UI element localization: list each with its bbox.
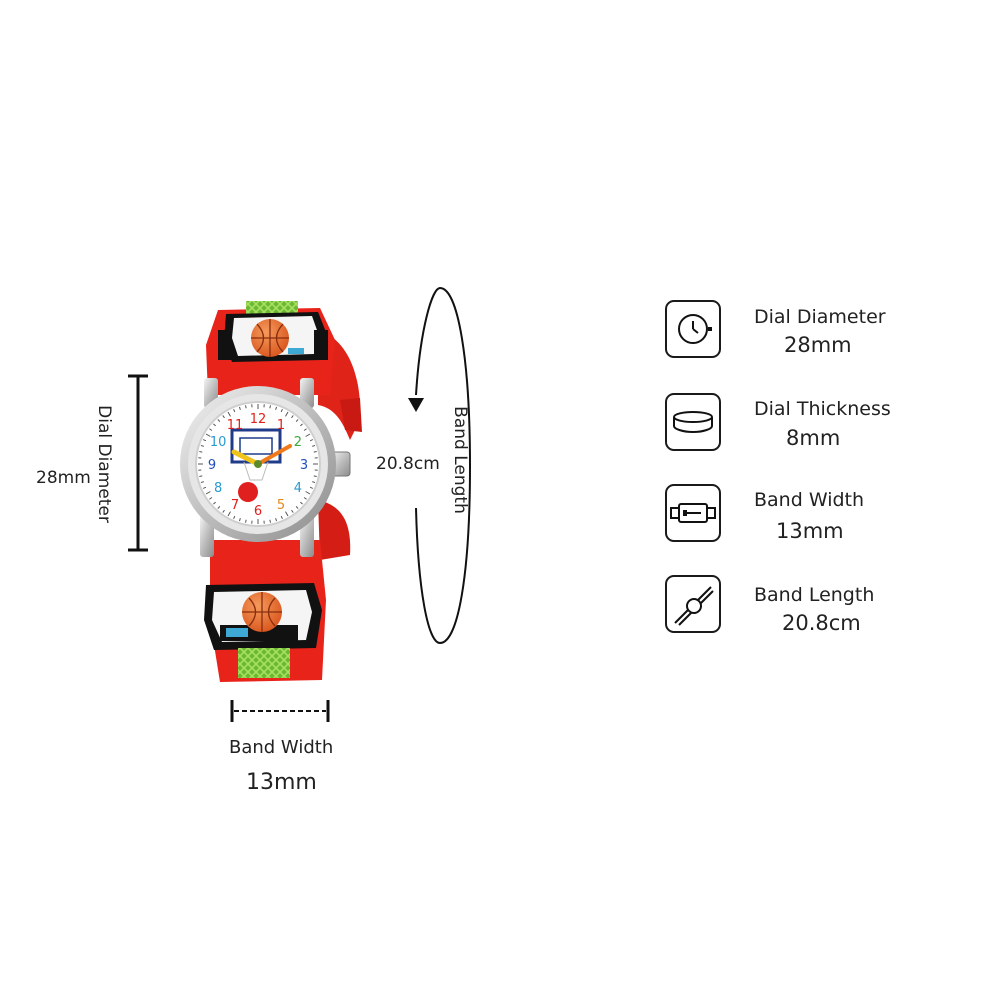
- dial-tick: [200, 481, 204, 484]
- dial-tick: [217, 419, 221, 422]
- dial-number: 12: [250, 412, 267, 427]
- dial-tick: [199, 451, 203, 453]
- dial-tick: [233, 515, 236, 520]
- dial-tick: [269, 519, 271, 523]
- band-width-label: Band Width: [229, 737, 334, 758]
- spec-band-width-label: Band Width: [754, 489, 865, 511]
- dial-tick: [313, 475, 317, 477]
- band-buckle-icon: [670, 503, 716, 523]
- dial-tick: [300, 423, 303, 427]
- dial-diameter-bracket: [128, 374, 148, 552]
- dial-tick: [213, 501, 216, 505]
- dial-tick: [303, 428, 307, 431]
- dial-tick: [238, 518, 241, 522]
- dial-tick: [202, 486, 207, 489]
- dial-tick: [313, 451, 317, 453]
- spec-band-length-box: [665, 575, 721, 633]
- dial-number: 2: [294, 435, 302, 450]
- dial-number: 3: [300, 458, 308, 473]
- dial-diameter-label: Dial Diameter: [94, 405, 114, 523]
- dial-tick: [202, 439, 207, 442]
- dial-ticks: [198, 404, 318, 524]
- dial-number: 5: [277, 498, 285, 513]
- dial-tick: [275, 406, 278, 410]
- dial-tick: [209, 497, 213, 500]
- dial-tick: [312, 481, 316, 484]
- dial-tick: [280, 515, 283, 520]
- dial-number: 11: [227, 418, 244, 433]
- arrow-head: [408, 398, 424, 412]
- dial-tick: [312, 444, 316, 447]
- dial-tick: [227, 511, 231, 517]
- dial-tick: [233, 408, 236, 413]
- spec-band-length-label: Band Length: [754, 584, 875, 606]
- band-width-value: 13mm: [246, 770, 317, 795]
- band-length-label: Band Length: [450, 406, 470, 514]
- dial-tick: [227, 411, 231, 417]
- minute-hand: [256, 444, 292, 466]
- dial-tick: [309, 439, 314, 442]
- dial-tick: [245, 519, 247, 523]
- dial-tick: [285, 511, 289, 517]
- dial-tick: [291, 415, 294, 419]
- hour-hand: [231, 449, 261, 467]
- dial-tick: [280, 408, 283, 413]
- dial-number: 8: [214, 481, 222, 496]
- dial-number: 6: [254, 504, 262, 519]
- lug-top-right: [300, 378, 314, 408]
- dial-tick: [305, 491, 311, 495]
- band-lower-side: [318, 500, 351, 560]
- bottom-band: [204, 540, 326, 682]
- dial-number: 10: [210, 435, 227, 450]
- spec-dial-diameter-value: 28mm: [784, 333, 852, 357]
- dial-tick: [238, 406, 241, 410]
- dial-tick: [199, 475, 203, 477]
- dial-tick: [205, 491, 211, 495]
- dial-tick: [285, 411, 289, 417]
- dial-tick: [303, 497, 307, 500]
- dial-tick: [222, 509, 225, 513]
- dial-tick: [200, 444, 204, 447]
- dial-tick: [269, 405, 271, 409]
- band-length-arrow: [415, 286, 472, 645]
- dial-tick: [309, 486, 314, 489]
- dial-tick: [300, 501, 303, 505]
- spec-dial-diameter-label: Dial Diameter: [754, 306, 886, 328]
- dial-ball: [238, 482, 258, 502]
- band-length-value: 20.8cm: [376, 454, 440, 474]
- dial-diameter-value: 28mm: [36, 468, 91, 488]
- dial-tick: [291, 509, 294, 513]
- dial-number: 1: [277, 418, 285, 433]
- top-band: [206, 301, 335, 395]
- dial-tick: [295, 419, 299, 422]
- dial-tick: [245, 405, 247, 409]
- dial-number: 4: [294, 481, 302, 496]
- spec-band-width-box: [665, 484, 721, 542]
- dial-thickness-icon: [673, 411, 713, 434]
- dial-tick: [217, 506, 221, 509]
- dial-tick: [305, 433, 311, 437]
- dial-tick: [222, 415, 225, 419]
- watch-icon: [678, 314, 712, 344]
- spec-band-width-value: 13mm: [776, 519, 844, 543]
- spec-dial-diameter-box: [665, 300, 721, 358]
- dial-number: 9: [208, 458, 216, 473]
- band-length-icon: [674, 586, 714, 626]
- dial-tick: [295, 506, 299, 509]
- dial-tick: [209, 428, 213, 431]
- dial-tick: [205, 433, 211, 437]
- dial-tick: [275, 518, 278, 522]
- spec-dial-thickness-label: Dial Thickness: [754, 398, 891, 420]
- spec-dial-thickness-value: 8mm: [786, 426, 841, 450]
- band-keeper: [340, 398, 362, 432]
- dial-number: 7: [231, 498, 239, 513]
- dial-tick: [213, 423, 216, 427]
- spec-band-length-value: 20.8cm: [782, 611, 861, 635]
- spec-dial-thickness-box: [665, 393, 721, 451]
- band-width-bracket: [230, 700, 330, 722]
